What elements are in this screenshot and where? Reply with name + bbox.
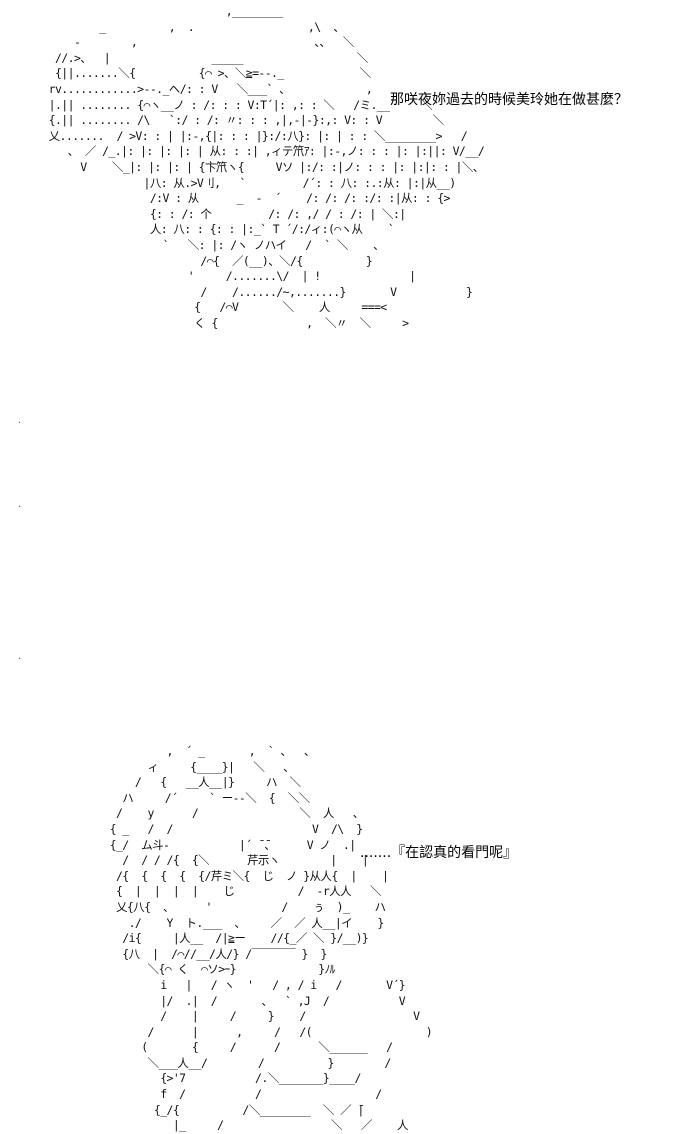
ascii-art-sakuya-top: ,________ _ , . ,\ 、 - , 、、 ＼ //.>、 | __… (48, 4, 485, 330)
scene-bottom: , ´ _ , ` 、 、 ィ {____}| ＼ 、 / { __人__|} … (0, 370, 700, 1132)
margin-dot: . (18, 499, 22, 510)
margin-dot: . (18, 651, 22, 662)
dialogue-caption-answer: .......『在認真的看門呢』 (360, 845, 518, 861)
ascii-art-meiling-bottom: , ´ _ , ` 、 、 ィ {____}| ＼ 、 / { __人__|} … (109, 744, 433, 1133)
margin-dot: . (18, 415, 22, 426)
scene-top: ,________ _ , . ,\ 、 - , 、、 ＼ //.>、 | __… (0, 0, 700, 370)
dialogue-caption-question: 那咲夜妳過去的時候美玲她在做甚麼？ (390, 92, 628, 108)
